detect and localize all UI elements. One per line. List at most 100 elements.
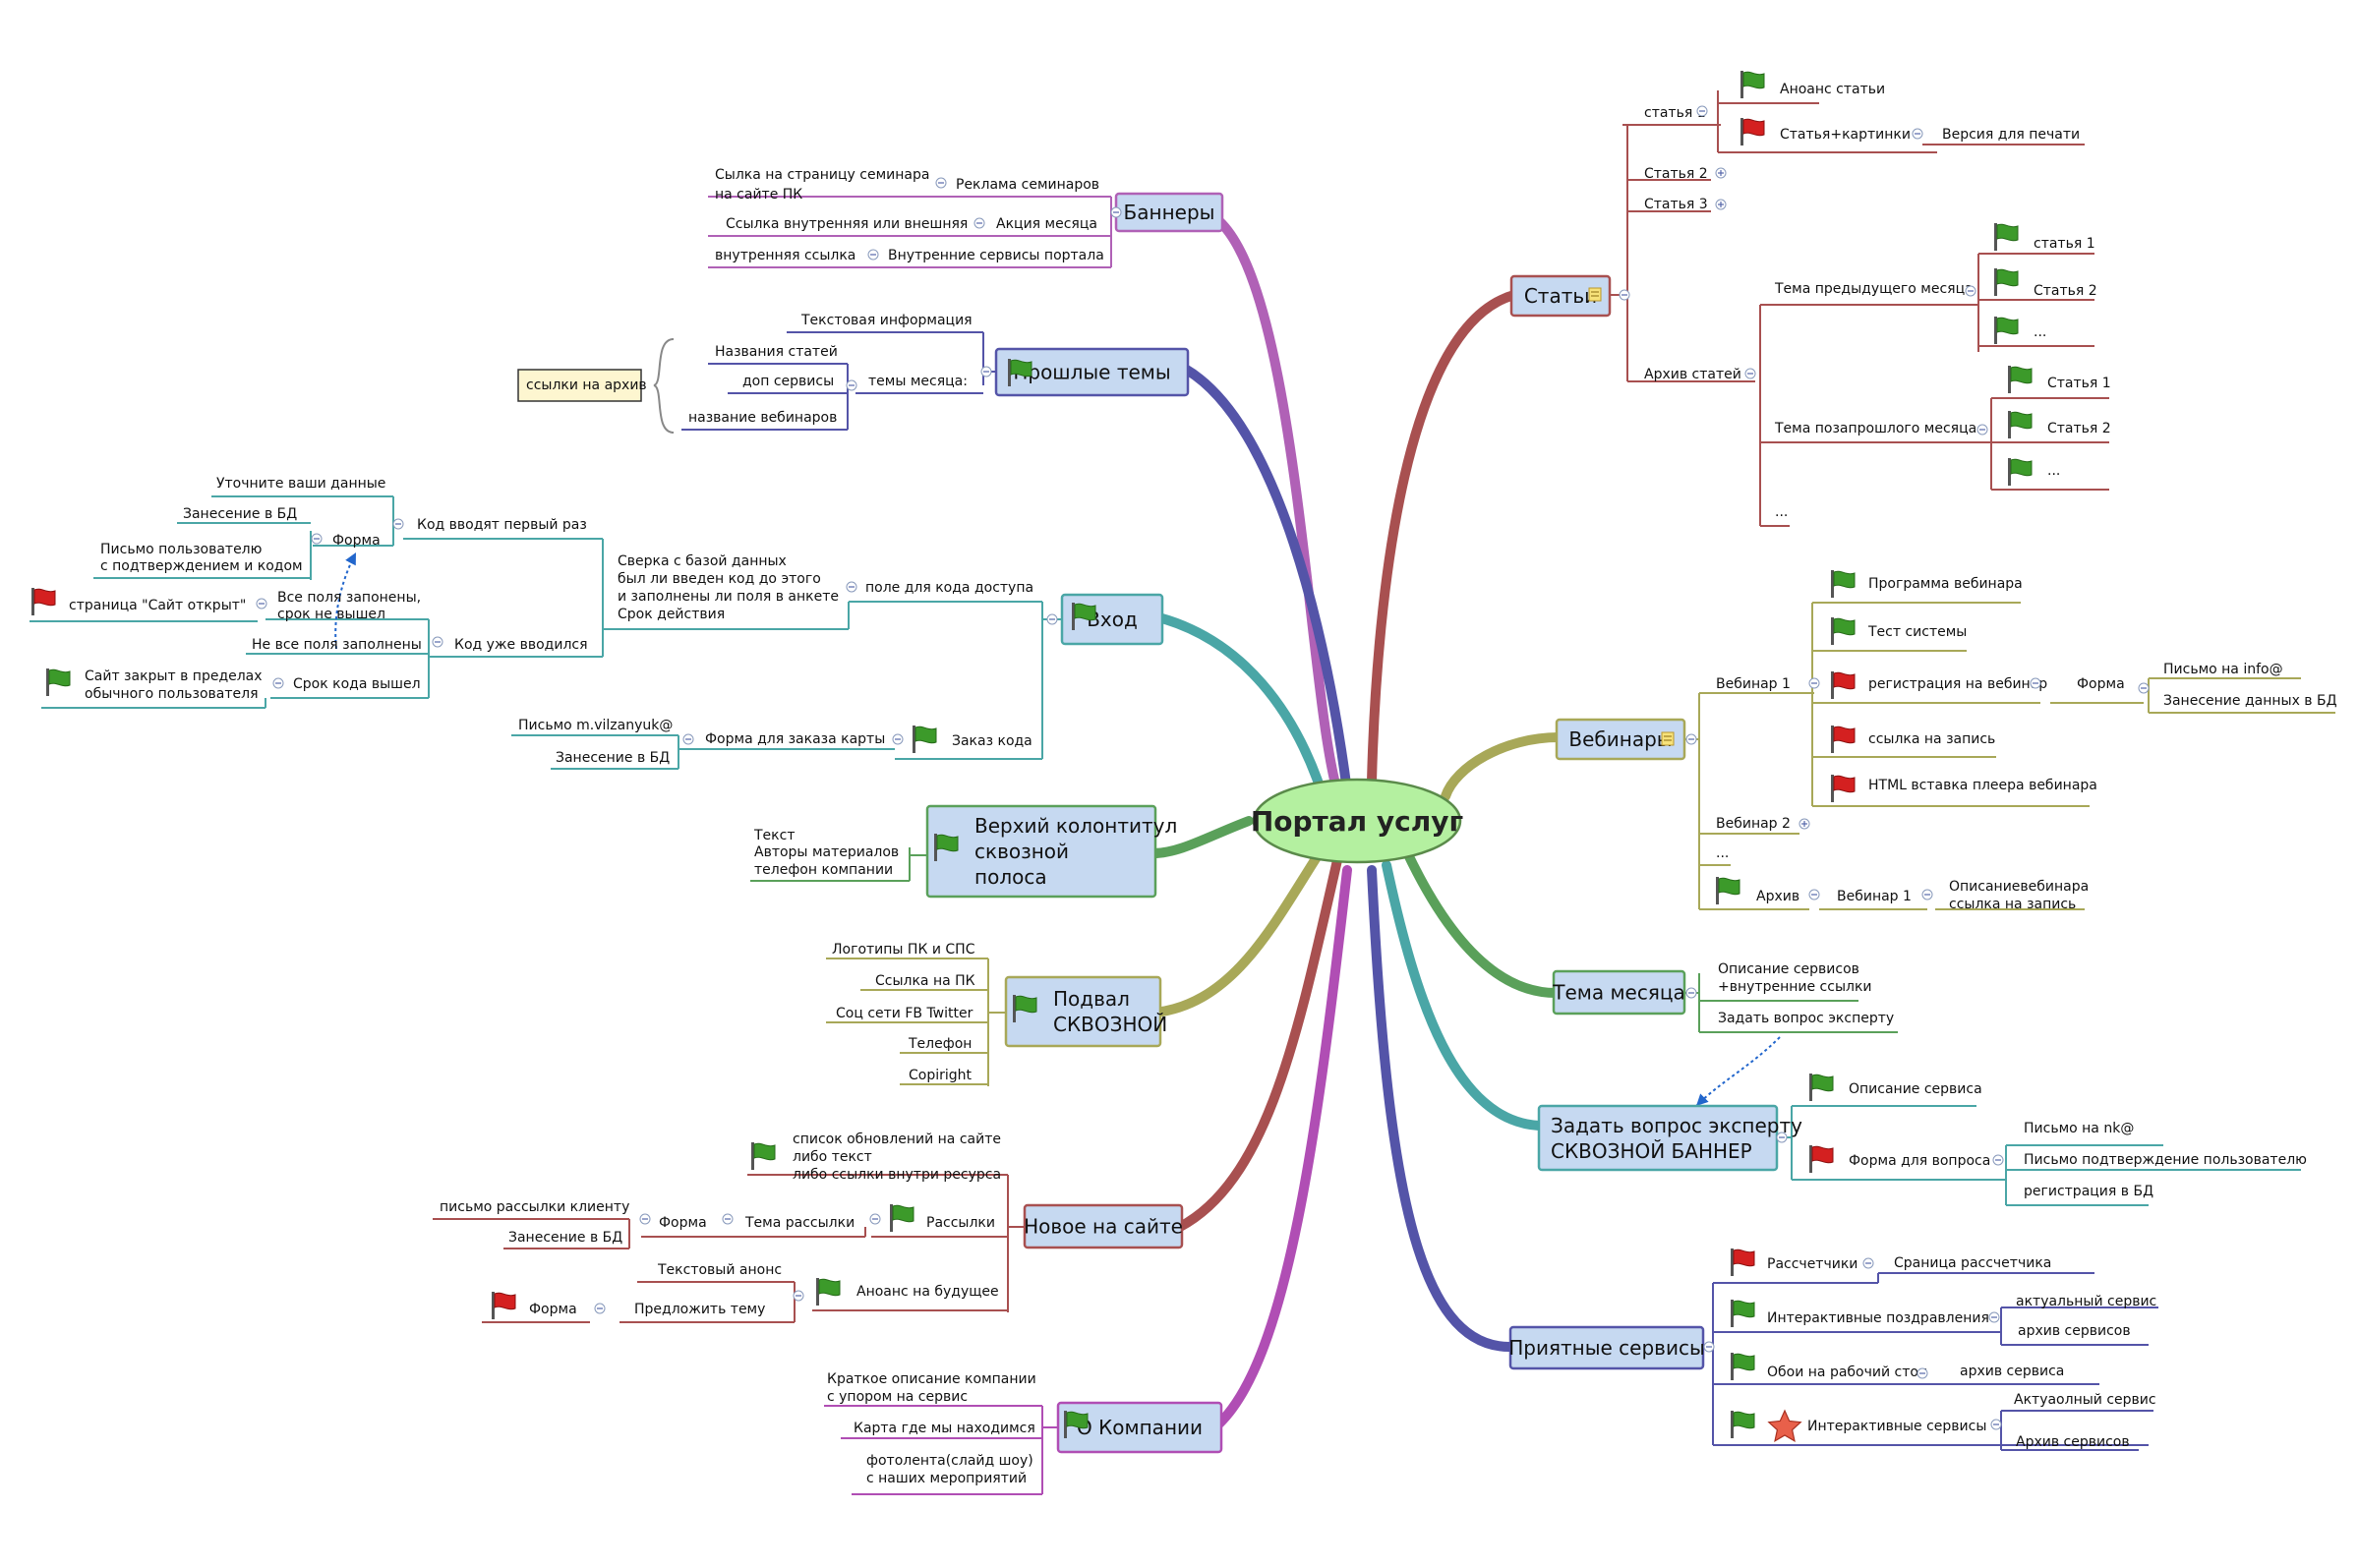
subtopic-label: ссылка на запись	[1868, 731, 1995, 747]
topic-priyatnye-servisy-label: Приятные сервисы	[1508, 1336, 1705, 1360]
topic-o-kompanii-label: О Компании	[1077, 1416, 1203, 1439]
collapse-icon[interactable]	[594, 1303, 606, 1314]
collapse-icon[interactable]	[1110, 206, 1122, 218]
main-branch	[1214, 216, 1342, 796]
collapse-icon[interactable]	[1703, 1341, 1715, 1353]
collapse-icon[interactable]	[1990, 1419, 2002, 1430]
flag-green-icon	[816, 1278, 841, 1306]
collapse-icon[interactable]	[639, 1213, 651, 1225]
collapse-icon[interactable]	[846, 379, 857, 391]
collapse-icon[interactable]	[682, 733, 694, 745]
topic-priyatnye-servisy[interactable]	[1508, 1325, 1705, 1370]
subtopic-label: ...	[1775, 504, 1788, 520]
flag-cloth	[892, 1204, 914, 1223]
collapse-icon[interactable]	[1976, 424, 1988, 436]
subtopic-label: Обои на рабочий стол	[1767, 1365, 1927, 1380]
subtopic-label: Аноанс на будущее	[856, 1284, 999, 1300]
flag-cloth	[1718, 877, 1740, 896]
flag-green-icon	[1994, 317, 2019, 344]
collapse-icon[interactable]	[1808, 889, 1820, 900]
connector-lines	[29, 90, 2335, 1495]
collapse-icon[interactable]	[846, 581, 857, 593]
collapse-icon[interactable]	[722, 1213, 734, 1225]
collapse-icon[interactable]	[980, 366, 992, 377]
collapse-icon[interactable]	[867, 249, 879, 261]
collapse-icon[interactable]	[1046, 613, 1058, 625]
subtopic-label: Интерактивные поздравления	[1767, 1310, 1989, 1326]
topic-novoe-na-saite[interactable]	[1023, 1203, 1184, 1249]
central-topic[interactable]	[1252, 778, 1462, 864]
collapse-icon[interactable]	[935, 177, 947, 189]
flag-pole	[1064, 1411, 1067, 1438]
expand-icon[interactable]	[1715, 199, 1727, 210]
collapse-icon[interactable]	[1744, 368, 1756, 379]
collapse-icon[interactable]	[272, 677, 284, 689]
collapse-icon[interactable]	[1619, 289, 1630, 301]
flag-pole	[816, 1278, 819, 1306]
flag-green-icon	[1013, 995, 1037, 1022]
flag-cloth	[2010, 458, 2033, 477]
flag-cloth	[2010, 411, 2033, 430]
subtopic-label: Занесение данных в БД	[2163, 693, 2337, 709]
flag-pole	[46, 668, 49, 696]
collapse-icon[interactable]	[392, 518, 404, 530]
subtopic-label: Код вводят первый раз	[417, 517, 587, 533]
collapse-icon[interactable]	[1696, 105, 1708, 117]
collapse-icon[interactable]	[256, 598, 267, 610]
subtopic-label: Форма для вопроса	[1849, 1153, 1990, 1169]
collapse-icon[interactable]	[1921, 889, 1933, 900]
relationship-arrow	[1695, 1036, 1781, 1107]
topic-novoe-na-saite-label: Новое на сайте	[1024, 1215, 1183, 1239]
collapse-icon[interactable]	[2138, 682, 2150, 694]
collapse-icon[interactable]	[869, 1213, 881, 1225]
flag-cloth	[753, 1142, 776, 1161]
topic-podval[interactable]	[1004, 975, 1162, 1048]
collapse-icon[interactable]	[1992, 1154, 2004, 1166]
collapse-icon[interactable]	[432, 636, 443, 648]
subtopic-label: доп сервисы	[742, 374, 834, 389]
flag-cloth	[494, 1292, 516, 1310]
flag-green-icon	[1731, 1411, 1755, 1438]
collapse-icon[interactable]	[1862, 1257, 1874, 1269]
topic-proshlye-temy-label: Прошлые темы	[1013, 361, 1170, 384]
flag-pole	[1831, 775, 1834, 802]
subtopic-label: Архив статей	[1644, 367, 1741, 382]
topic-zadat-vopros-label: Задать вопрос эксперту	[1551, 1114, 1802, 1137]
flag-cloth	[1742, 71, 1765, 89]
collapse-icon[interactable]	[1965, 285, 1976, 297]
collapse-icon[interactable]	[793, 1290, 804, 1302]
subtopic-label: ...	[2047, 463, 2060, 479]
flag-green-icon	[1831, 617, 1856, 645]
topic-verhniy-kolontitul[interactable]	[925, 804, 1157, 899]
collapse-icon[interactable]	[1685, 987, 1697, 999]
subtopic-label: темы месяца:	[868, 374, 968, 389]
collapse-icon[interactable]	[311, 533, 323, 545]
collapse-icon[interactable]	[1808, 677, 1820, 689]
collapse-icon[interactable]	[2030, 677, 2041, 689]
subtopic-label: либо текст	[793, 1149, 872, 1165]
collapse-icon[interactable]	[1685, 733, 1697, 745]
expand-icon[interactable]	[1799, 818, 1810, 830]
collapse-icon[interactable]	[1988, 1311, 2000, 1323]
subtopic-label: Все поля запонены,	[277, 590, 421, 606]
collapse-icon[interactable]	[1776, 1132, 1788, 1143]
flag-pole	[1809, 1074, 1812, 1101]
subtopic-label: HTML вставка плеера вебинара	[1868, 778, 2097, 793]
subtopic-label: Аноанс статьи	[1780, 82, 1885, 97]
flag-green-icon	[751, 1142, 776, 1170]
collapse-icon[interactable]	[1917, 1367, 1928, 1379]
topic-tema-mesyaca[interactable]	[1552, 969, 1686, 1016]
topic-vebinary[interactable]	[1555, 718, 1686, 761]
collapse-icon[interactable]	[973, 217, 985, 229]
flag-pole	[1831, 671, 1834, 699]
collapse-icon[interactable]	[892, 733, 904, 745]
topic-stati[interactable]	[1509, 274, 1612, 318]
callout-label: ссылки на архив	[526, 377, 647, 393]
topic-o-kompanii[interactable]	[1056, 1401, 1223, 1454]
collapse-icon[interactable]	[1912, 128, 1923, 140]
subtopic-label: Занесение в БД	[508, 1230, 622, 1246]
subtopic-label: Внутренние сервисы портала	[888, 248, 1104, 263]
topic-proshlye-temy[interactable]	[994, 347, 1190, 397]
expand-icon[interactable]	[1715, 167, 1727, 179]
subtopic-label: ссылка на запись	[1949, 897, 2076, 912]
